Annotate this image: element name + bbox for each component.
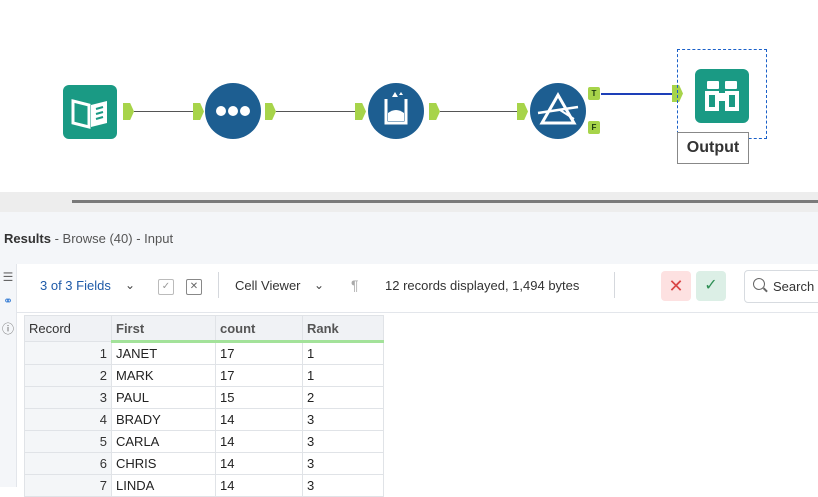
count-cell[interactable]: 15 xyxy=(215,386,303,409)
rank-cell[interactable]: 3 xyxy=(302,408,384,431)
connection-line[interactable] xyxy=(134,111,194,112)
fields-dropdown[interactable]: 3 of 3 Fields xyxy=(40,278,111,293)
input-output-anchor[interactable] xyxy=(123,103,134,120)
browse-binoculars-icon xyxy=(705,81,739,111)
results-title: Results - Browse (40) - Input xyxy=(4,231,173,246)
results-grid[interactable]: Record First count Rank 1 JANET 17 1 2 M… xyxy=(24,315,384,497)
rank-cell[interactable]: 3 xyxy=(302,430,384,453)
results-side-rail: ☰ ⚭ ⓘ xyxy=(0,264,17,487)
record-cell[interactable]: 3 xyxy=(24,386,112,409)
results-header xyxy=(0,212,818,265)
first-cell[interactable]: PAUL xyxy=(111,386,216,409)
filter-tool[interactable] xyxy=(530,83,586,139)
sample-tool[interactable] xyxy=(205,83,261,139)
toolbar-divider xyxy=(614,272,615,298)
table-row[interactable]: 5 CARLA 14 3 xyxy=(24,430,384,453)
search-label: Search xyxy=(773,279,815,294)
apply-filter-button[interactable]: ✓ xyxy=(696,271,726,301)
column-header-first[interactable]: First xyxy=(111,315,216,343)
connection-line[interactable] xyxy=(276,111,356,112)
input-tool[interactable] xyxy=(63,85,117,139)
formula-flask-icon xyxy=(384,92,408,125)
filter-prism-icon xyxy=(537,91,579,125)
count-cell[interactable]: 14 xyxy=(215,452,303,475)
column-header-record[interactable]: Record xyxy=(24,315,112,342)
rank-cell[interactable]: 1 xyxy=(302,364,384,387)
first-cell[interactable]: JANET xyxy=(111,341,216,365)
chevron-down-icon[interactable]: ⌄ xyxy=(125,278,136,292)
cell-viewer-dropdown[interactable]: Cell Viewer xyxy=(235,278,301,293)
cancel-filter-button[interactable]: ✕ xyxy=(661,271,691,301)
first-cell[interactable]: CARLA xyxy=(111,430,216,453)
results-title-bold: Results xyxy=(4,231,51,246)
input-book-icon xyxy=(71,99,107,129)
record-cell[interactable]: 5 xyxy=(24,430,112,453)
table-row[interactable]: 7 LINDA 14 3 xyxy=(24,474,384,497)
deselect-icon[interactable]: ✕ xyxy=(186,279,202,295)
filter-true-anchor[interactable]: T xyxy=(588,87,600,100)
toolbar-divider xyxy=(218,272,219,298)
count-cell[interactable]: 17 xyxy=(215,364,303,387)
first-cell[interactable]: MARK xyxy=(111,364,216,387)
rank-cell[interactable]: 2 xyxy=(302,386,384,409)
column-header-count[interactable]: count xyxy=(215,315,303,343)
grid-header-row: Record First count Rank xyxy=(24,315,384,343)
first-cell[interactable]: LINDA xyxy=(111,474,216,497)
connection-line[interactable] xyxy=(440,111,518,112)
checkbox-edit-icon[interactable]: ✓ xyxy=(158,279,174,295)
count-cell[interactable]: 14 xyxy=(215,474,303,497)
chevron-down-icon[interactable]: ⌄ xyxy=(314,278,325,292)
count-cell[interactable]: 14 xyxy=(215,408,303,431)
search-icon xyxy=(753,278,765,290)
binoculars-icon[interactable]: ⚭ xyxy=(2,294,14,308)
table-row[interactable]: 6 CHRIS 14 3 xyxy=(24,452,384,475)
browse-tool[interactable] xyxy=(695,69,749,123)
formula-output-anchor[interactable] xyxy=(429,103,440,120)
column-header-rank[interactable]: Rank xyxy=(302,315,384,343)
record-cell[interactable]: 1 xyxy=(24,341,112,365)
table-row[interactable]: 1 JANET 17 1 xyxy=(24,341,384,365)
pilcrow-icon[interactable]: ¶ xyxy=(351,277,359,293)
splitter-handle[interactable] xyxy=(72,200,818,203)
search-box[interactable]: Search xyxy=(744,270,818,303)
first-cell[interactable]: BRADY xyxy=(111,408,216,431)
rank-cell[interactable]: 3 xyxy=(302,474,384,497)
first-cell[interactable]: CHRIS xyxy=(111,452,216,475)
tool-annotation-output: Output xyxy=(677,132,749,164)
table-row[interactable]: 2 MARK 17 1 xyxy=(24,364,384,387)
count-cell[interactable]: 17 xyxy=(215,341,303,365)
table-row[interactable]: 3 PAUL 15 2 xyxy=(24,386,384,409)
record-cell[interactable]: 2 xyxy=(24,364,112,387)
results-title-rest: - Browse (40) - Input xyxy=(50,231,174,246)
help-icon[interactable]: ⓘ xyxy=(1,322,14,336)
record-cell[interactable]: 6 xyxy=(24,452,112,475)
formula-tool[interactable] xyxy=(368,83,424,139)
sample-input-anchor[interactable] xyxy=(193,103,204,120)
sample-dots-icon xyxy=(216,106,250,116)
records-info: 12 records displayed, 1,494 bytes xyxy=(385,278,580,293)
list-icon[interactable]: ☰ xyxy=(2,270,14,284)
selected-connection-line[interactable] xyxy=(601,93,673,95)
filter-false-anchor[interactable]: F xyxy=(588,121,600,134)
rank-cell[interactable]: 3 xyxy=(302,452,384,475)
count-cell[interactable]: 14 xyxy=(215,430,303,453)
rank-cell[interactable]: 1 xyxy=(302,341,384,365)
record-cell[interactable]: 7 xyxy=(24,474,112,497)
table-row[interactable]: 4 BRADY 14 3 xyxy=(24,408,384,431)
sample-output-anchor[interactable] xyxy=(265,103,276,120)
record-cell[interactable]: 4 xyxy=(24,408,112,431)
filter-input-anchor[interactable] xyxy=(517,103,528,120)
formula-input-anchor[interactable] xyxy=(355,103,366,120)
